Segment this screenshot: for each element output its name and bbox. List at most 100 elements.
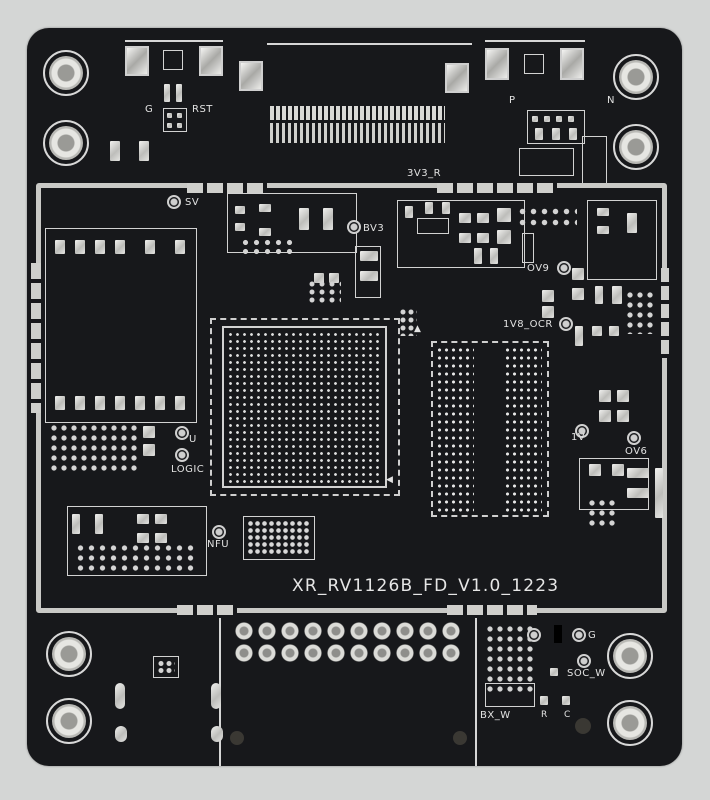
smd-pad bbox=[155, 533, 167, 543]
mounting-hole-bottom-left-1 bbox=[46, 631, 92, 677]
label-nfu: NFU bbox=[207, 539, 230, 550]
ddr-bga-pads-right bbox=[504, 346, 542, 512]
test-point bbox=[527, 628, 541, 642]
smd-pad bbox=[544, 116, 550, 122]
silk-line bbox=[125, 40, 223, 42]
button-pad-right bbox=[199, 46, 223, 76]
module-pad bbox=[135, 396, 145, 410]
smd-pad bbox=[497, 208, 511, 222]
smd-pad bbox=[609, 326, 619, 336]
smd-pad bbox=[425, 202, 433, 214]
smd-pad bbox=[535, 128, 543, 140]
pad-array bbox=[517, 206, 577, 228]
ic-outline bbox=[522, 233, 534, 263]
smd-pad bbox=[314, 273, 324, 283]
ddr-dashed-outline bbox=[431, 341, 549, 517]
pad-array bbox=[587, 498, 617, 528]
smd-pad bbox=[95, 514, 103, 534]
test-point-soc-w bbox=[577, 654, 591, 668]
mounting-hole-bottom-right-1 bbox=[607, 633, 653, 679]
smd-pad bbox=[299, 208, 309, 230]
pad-array bbox=[307, 280, 341, 304]
smd-pad bbox=[612, 464, 624, 476]
ic-outline bbox=[417, 218, 449, 234]
component-outline bbox=[485, 683, 535, 707]
shield-tab bbox=[437, 183, 557, 193]
mounting-hole-top-right-1 bbox=[613, 54, 659, 100]
smd-pad bbox=[556, 116, 562, 122]
smd-pad bbox=[562, 696, 570, 705]
module-pad bbox=[115, 240, 125, 254]
pad-array bbox=[157, 660, 175, 674]
smd-pad bbox=[617, 390, 629, 402]
smd-pad bbox=[176, 84, 182, 102]
smd-pad bbox=[552, 128, 560, 140]
component-outline bbox=[153, 656, 179, 678]
smd-pad bbox=[572, 268, 584, 280]
ic-outline bbox=[582, 136, 607, 184]
slot-pad bbox=[211, 683, 221, 709]
smd-pad bbox=[259, 228, 271, 236]
board-part-number: XR_RV1126B_FD_V1.0_1223 bbox=[292, 576, 560, 596]
component-outline bbox=[397, 200, 525, 268]
shield-tab bbox=[447, 605, 537, 615]
test-point-bv3 bbox=[347, 220, 361, 234]
label-g-top: G bbox=[145, 104, 154, 115]
smd-pad bbox=[360, 271, 378, 281]
test-point-sv bbox=[167, 195, 181, 209]
test-point-u bbox=[175, 426, 189, 440]
connector-outline bbox=[267, 43, 472, 45]
mounting-hole-bottom-left-2 bbox=[46, 698, 92, 744]
test-point-1v bbox=[575, 424, 589, 438]
smd-pad bbox=[597, 226, 609, 234]
test-point-logic bbox=[175, 448, 189, 462]
pad-array bbox=[485, 624, 535, 696]
module-pad bbox=[55, 396, 65, 410]
soc-outline bbox=[222, 326, 387, 488]
smd-pad bbox=[323, 208, 333, 230]
slot-pad bbox=[115, 683, 125, 709]
smd-pad bbox=[143, 426, 155, 438]
smd-pad bbox=[550, 668, 558, 676]
smd-pad bbox=[177, 123, 182, 128]
test-point-g bbox=[572, 628, 586, 642]
smd-pad bbox=[235, 223, 245, 231]
slot-pad bbox=[115, 726, 127, 742]
module-pad bbox=[175, 240, 185, 254]
slot-pad bbox=[211, 726, 223, 742]
soc-bga-pads bbox=[227, 331, 382, 483]
smd-pad bbox=[164, 84, 170, 102]
button-square-outline bbox=[163, 50, 183, 70]
pad-array bbox=[625, 290, 655, 334]
test-point-nfu bbox=[212, 525, 226, 539]
smd-pad bbox=[177, 113, 182, 118]
pad-array bbox=[247, 520, 311, 556]
module-pad bbox=[95, 240, 105, 254]
connector-anchor-left bbox=[239, 61, 263, 91]
module-pad bbox=[175, 396, 185, 410]
pin-header-2x10 bbox=[235, 622, 463, 666]
smd-pad bbox=[155, 514, 167, 524]
smd-pad bbox=[459, 213, 471, 223]
smd-pad bbox=[589, 464, 601, 476]
smd-pad bbox=[143, 444, 155, 456]
smd-pad bbox=[72, 514, 80, 534]
module-pad bbox=[95, 396, 105, 410]
smd-pad bbox=[459, 233, 471, 243]
label-p: P bbox=[509, 95, 516, 106]
fpc-connector-pins bbox=[270, 106, 445, 120]
smd-pad bbox=[532, 116, 538, 122]
label-n: N bbox=[607, 95, 615, 106]
label-bv3: BV3 bbox=[363, 223, 385, 234]
ddr-bga-pads-left bbox=[436, 346, 474, 512]
smd-pad bbox=[599, 390, 611, 402]
smd-pad bbox=[167, 113, 172, 118]
smd-pad bbox=[575, 326, 583, 346]
smd-pad bbox=[612, 286, 622, 304]
smd-pad bbox=[627, 213, 637, 233]
via-hole bbox=[575, 718, 591, 734]
label-logic: LOGIC bbox=[171, 464, 205, 475]
pad-array bbox=[75, 543, 195, 571]
mounting-hole-top-left-2 bbox=[43, 120, 89, 166]
label-c: C bbox=[564, 710, 571, 720]
